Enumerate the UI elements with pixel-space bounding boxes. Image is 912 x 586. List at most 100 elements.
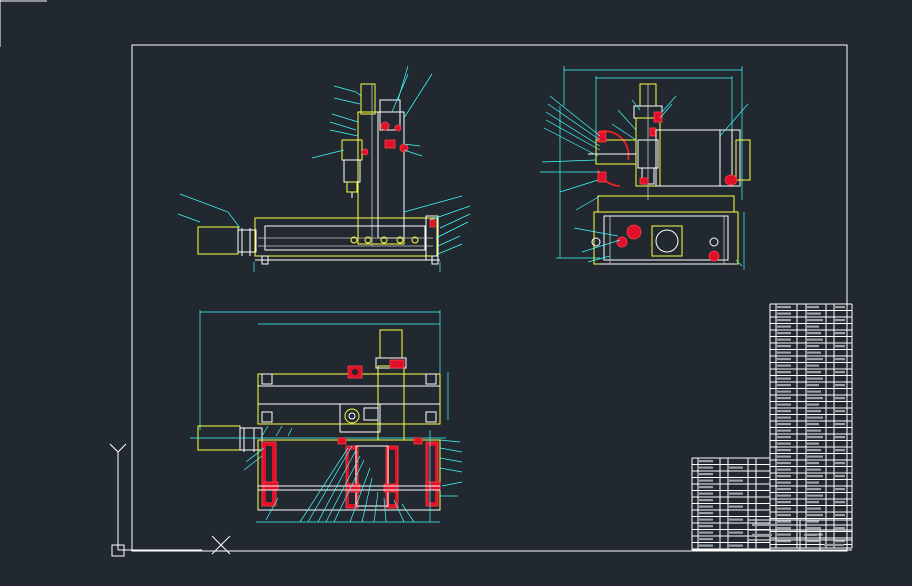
parts-row-code bbox=[777, 416, 791, 419]
parts-list-table bbox=[769, 303, 853, 549]
parts-row-material bbox=[835, 527, 845, 530]
front-view[interactable] bbox=[540, 66, 751, 270]
parts-row-name bbox=[807, 449, 821, 452]
parts-row-material bbox=[835, 358, 845, 361]
parts-row-code bbox=[777, 377, 791, 380]
side-view[interactable] bbox=[177, 65, 471, 272]
title-row-code bbox=[699, 531, 713, 534]
parts-row-name bbox=[807, 423, 819, 426]
parts-row-material bbox=[835, 436, 845, 439]
parts-row-code bbox=[777, 455, 791, 458]
parts-row-name bbox=[807, 416, 823, 419]
drawing-border-frame bbox=[131, 44, 848, 552]
parts-row-name bbox=[807, 390, 821, 393]
parts-row-material bbox=[835, 384, 845, 387]
parts-row-name bbox=[807, 338, 823, 341]
parts-row-name bbox=[807, 468, 821, 471]
parts-row-name bbox=[807, 319, 823, 322]
parts-row-code bbox=[777, 423, 791, 426]
parts-row-code bbox=[777, 390, 791, 393]
title-row-code bbox=[699, 538, 713, 541]
title-row-name bbox=[729, 479, 743, 482]
parts-row-name bbox=[807, 410, 821, 413]
parts-row-code bbox=[777, 494, 791, 497]
title-block bbox=[691, 457, 852, 551]
parts-row-material bbox=[835, 410, 845, 413]
parts-row-code bbox=[777, 540, 791, 543]
parts-row-code bbox=[777, 481, 791, 484]
parts-row-material bbox=[835, 397, 845, 400]
parts-row-material bbox=[835, 449, 845, 452]
title-row-code bbox=[699, 525, 713, 528]
parts-row-name bbox=[807, 325, 819, 328]
title-designer bbox=[752, 533, 772, 536]
parts-row-code bbox=[777, 397, 791, 400]
parts-row-code bbox=[777, 449, 791, 452]
parts-row-code bbox=[777, 533, 791, 536]
parts-row-code bbox=[777, 306, 791, 309]
parts-row-name bbox=[807, 403, 819, 406]
parts-row-code bbox=[777, 384, 791, 387]
parts-row-code bbox=[777, 358, 791, 361]
parts-row-name bbox=[807, 358, 823, 361]
parts-row-code bbox=[777, 351, 791, 354]
parts-row-name bbox=[807, 429, 821, 432]
parts-row-name bbox=[807, 462, 819, 465]
parts-row-code bbox=[777, 371, 791, 374]
parts-row-material bbox=[835, 306, 845, 309]
parts-row-material bbox=[835, 319, 845, 322]
parts-row-material bbox=[835, 514, 845, 517]
parts-row-material bbox=[835, 423, 845, 426]
title-row-name bbox=[729, 531, 743, 534]
title-row-code bbox=[699, 466, 713, 469]
title-row-name bbox=[729, 466, 743, 469]
title-row-code bbox=[699, 544, 713, 547]
title-row-code bbox=[699, 492, 713, 495]
title-row-code bbox=[699, 518, 713, 521]
title-row-name bbox=[729, 518, 743, 521]
parts-row-name bbox=[807, 514, 823, 517]
top-view[interactable] bbox=[190, 310, 463, 523]
parts-row-name bbox=[807, 494, 823, 497]
parts-row-name bbox=[807, 481, 819, 484]
parts-row-material bbox=[835, 371, 845, 374]
parts-row-name bbox=[807, 371, 821, 374]
parts-row-code bbox=[777, 520, 791, 523]
parts-row-material bbox=[835, 501, 845, 504]
parts-row-code bbox=[777, 345, 791, 348]
parts-row-name bbox=[807, 377, 823, 380]
parts-row-name bbox=[807, 345, 819, 348]
parts-row-code bbox=[777, 410, 791, 413]
parts-row-name bbox=[807, 364, 819, 367]
title-row-code bbox=[699, 479, 713, 482]
title-row-code bbox=[699, 512, 713, 515]
parts-row-material bbox=[835, 475, 845, 478]
title-row-code bbox=[699, 486, 713, 489]
parts-row-code bbox=[777, 488, 791, 491]
parts-row-material bbox=[835, 332, 845, 335]
title-row-code bbox=[699, 505, 713, 508]
title-row-name bbox=[729, 505, 743, 508]
parts-row-name bbox=[807, 540, 819, 543]
parts-row-name bbox=[807, 488, 821, 491]
parts-row-code bbox=[777, 462, 791, 465]
parts-row-code bbox=[777, 319, 791, 322]
title-scale bbox=[804, 533, 816, 536]
parts-row-material bbox=[835, 488, 845, 491]
parts-row-name bbox=[807, 455, 823, 458]
parts-row-name bbox=[807, 442, 819, 445]
ucs-axis-icon bbox=[109, 443, 202, 557]
parts-row-code bbox=[777, 501, 791, 504]
parts-row-name bbox=[807, 475, 823, 478]
parts-row-code bbox=[777, 468, 791, 471]
title-row-code bbox=[699, 499, 713, 502]
parts-row-code bbox=[777, 403, 791, 406]
parts-row-code bbox=[777, 312, 791, 315]
parts-row-code bbox=[777, 527, 791, 530]
parts-row-code bbox=[777, 332, 791, 335]
parts-row-material bbox=[835, 345, 845, 348]
parts-row-material bbox=[835, 462, 845, 465]
parts-row-code bbox=[777, 338, 791, 341]
parts-row-code bbox=[777, 364, 791, 367]
